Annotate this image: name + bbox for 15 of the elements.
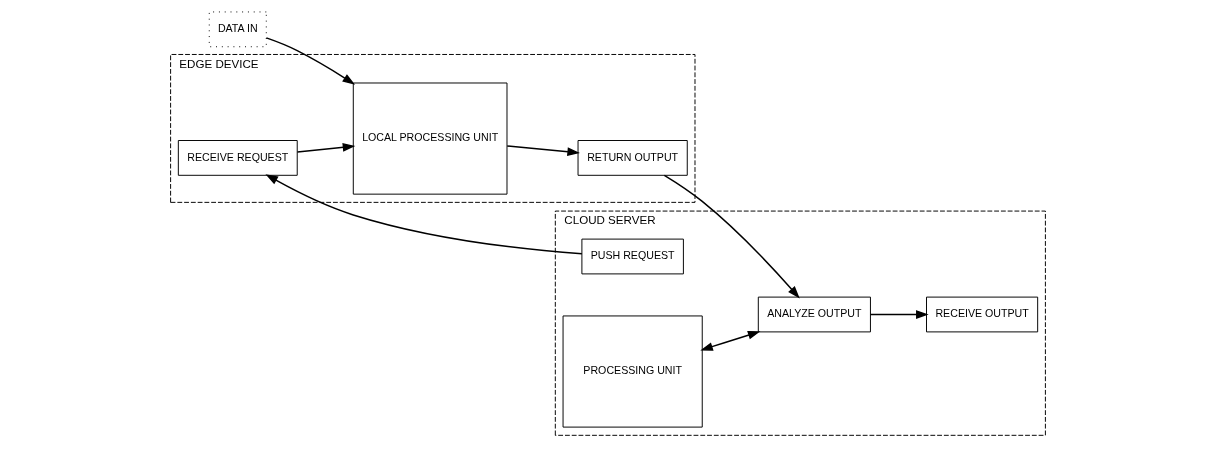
arrow (506, 145, 580, 157)
arrow (265, 37, 356, 85)
node-box: ANALYZE OUTPUT (757, 296, 871, 333)
arrow (296, 142, 356, 153)
arrow (663, 174, 800, 299)
node-box: PROCESSING UNIT (562, 315, 703, 428)
node-box: RETURN OUTPUT (577, 140, 688, 176)
node-box: DATA IN (208, 11, 267, 48)
node-box: RECEIVE REQUEST (177, 140, 298, 176)
node-box: LOCAL PROCESSING UNIT (352, 82, 508, 195)
arrow (869, 310, 929, 319)
arrow (700, 330, 761, 351)
arrow (265, 174, 583, 255)
node-box: PUSH REQUEST (581, 238, 684, 275)
node-box: RECEIVE OUTPUT (926, 296, 1039, 333)
